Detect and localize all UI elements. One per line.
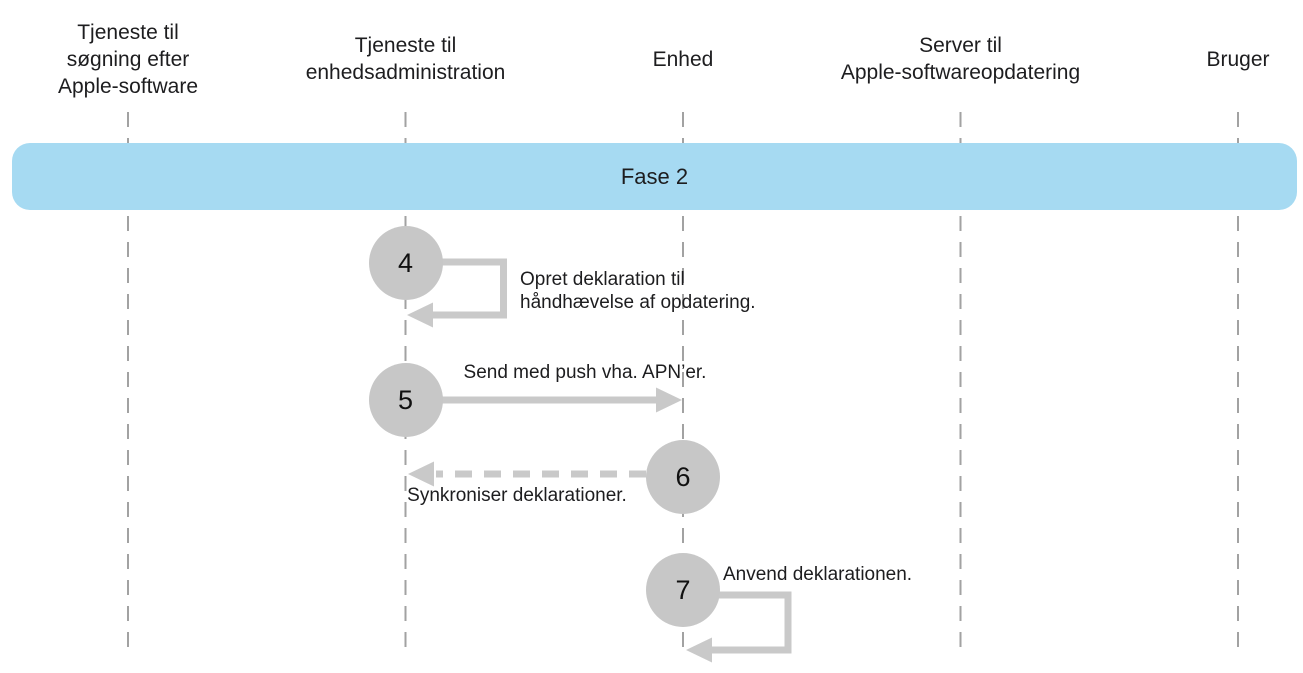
lane-label: Bruger <box>1206 47 1270 71</box>
step-7-label: Anvend deklarationen. <box>723 564 913 585</box>
lane-label: Tjeneste til enhedsadministration <box>305 34 506 84</box>
step-6-arrowhead-icon <box>408 461 434 487</box>
phase-2-band: Fase 2 <box>12 143 1297 210</box>
step-4-badge: 4 <box>368 226 443 300</box>
step-5-arrowhead-icon <box>656 387 682 413</box>
step-6-number: 6 <box>675 461 691 492</box>
lane-header-device: Enhed <box>533 0 833 118</box>
step-6-label: Synkroniser deklarationer. <box>407 485 627 506</box>
lane-header-apple-software-lookup-service: Tjeneste til søgning efter Apple-softwar… <box>0 0 278 118</box>
phase-2-label: Fase 2 <box>620 163 689 189</box>
step-5-badge: 5 <box>368 363 443 437</box>
step-7-number: 7 <box>675 574 691 605</box>
lane-label: Server til Apple-softwareopdatering <box>840 34 1081 84</box>
lane-header-device-management-service: Tjeneste til enhedsadministration <box>256 0 556 118</box>
lane-label: Enhed <box>652 47 714 71</box>
step-7-arrowhead-icon <box>686 637 712 663</box>
step-4-label: Opret deklaration til håndhævelse af opd… <box>520 269 756 313</box>
step-4-arrowhead-icon <box>407 302 433 328</box>
lane-header-user: Bruger <box>1088 0 1303 118</box>
step-5-push-arrow <box>440 387 682 413</box>
step-5-label: Send med push vha. APN’er. <box>463 362 707 383</box>
step-6-sync-dashed-arrow <box>408 461 646 487</box>
lane-label: Tjeneste til søgning efter Apple-softwar… <box>57 20 199 98</box>
step-6-badge: 6 <box>646 440 720 514</box>
step-7-badge: 7 <box>646 553 720 627</box>
step-4-number: 4 <box>397 247 414 278</box>
step-5-number: 5 <box>397 384 414 415</box>
lane-header-apple-software-update-server: Server til Apple-softwareopdatering <box>811 0 1111 118</box>
